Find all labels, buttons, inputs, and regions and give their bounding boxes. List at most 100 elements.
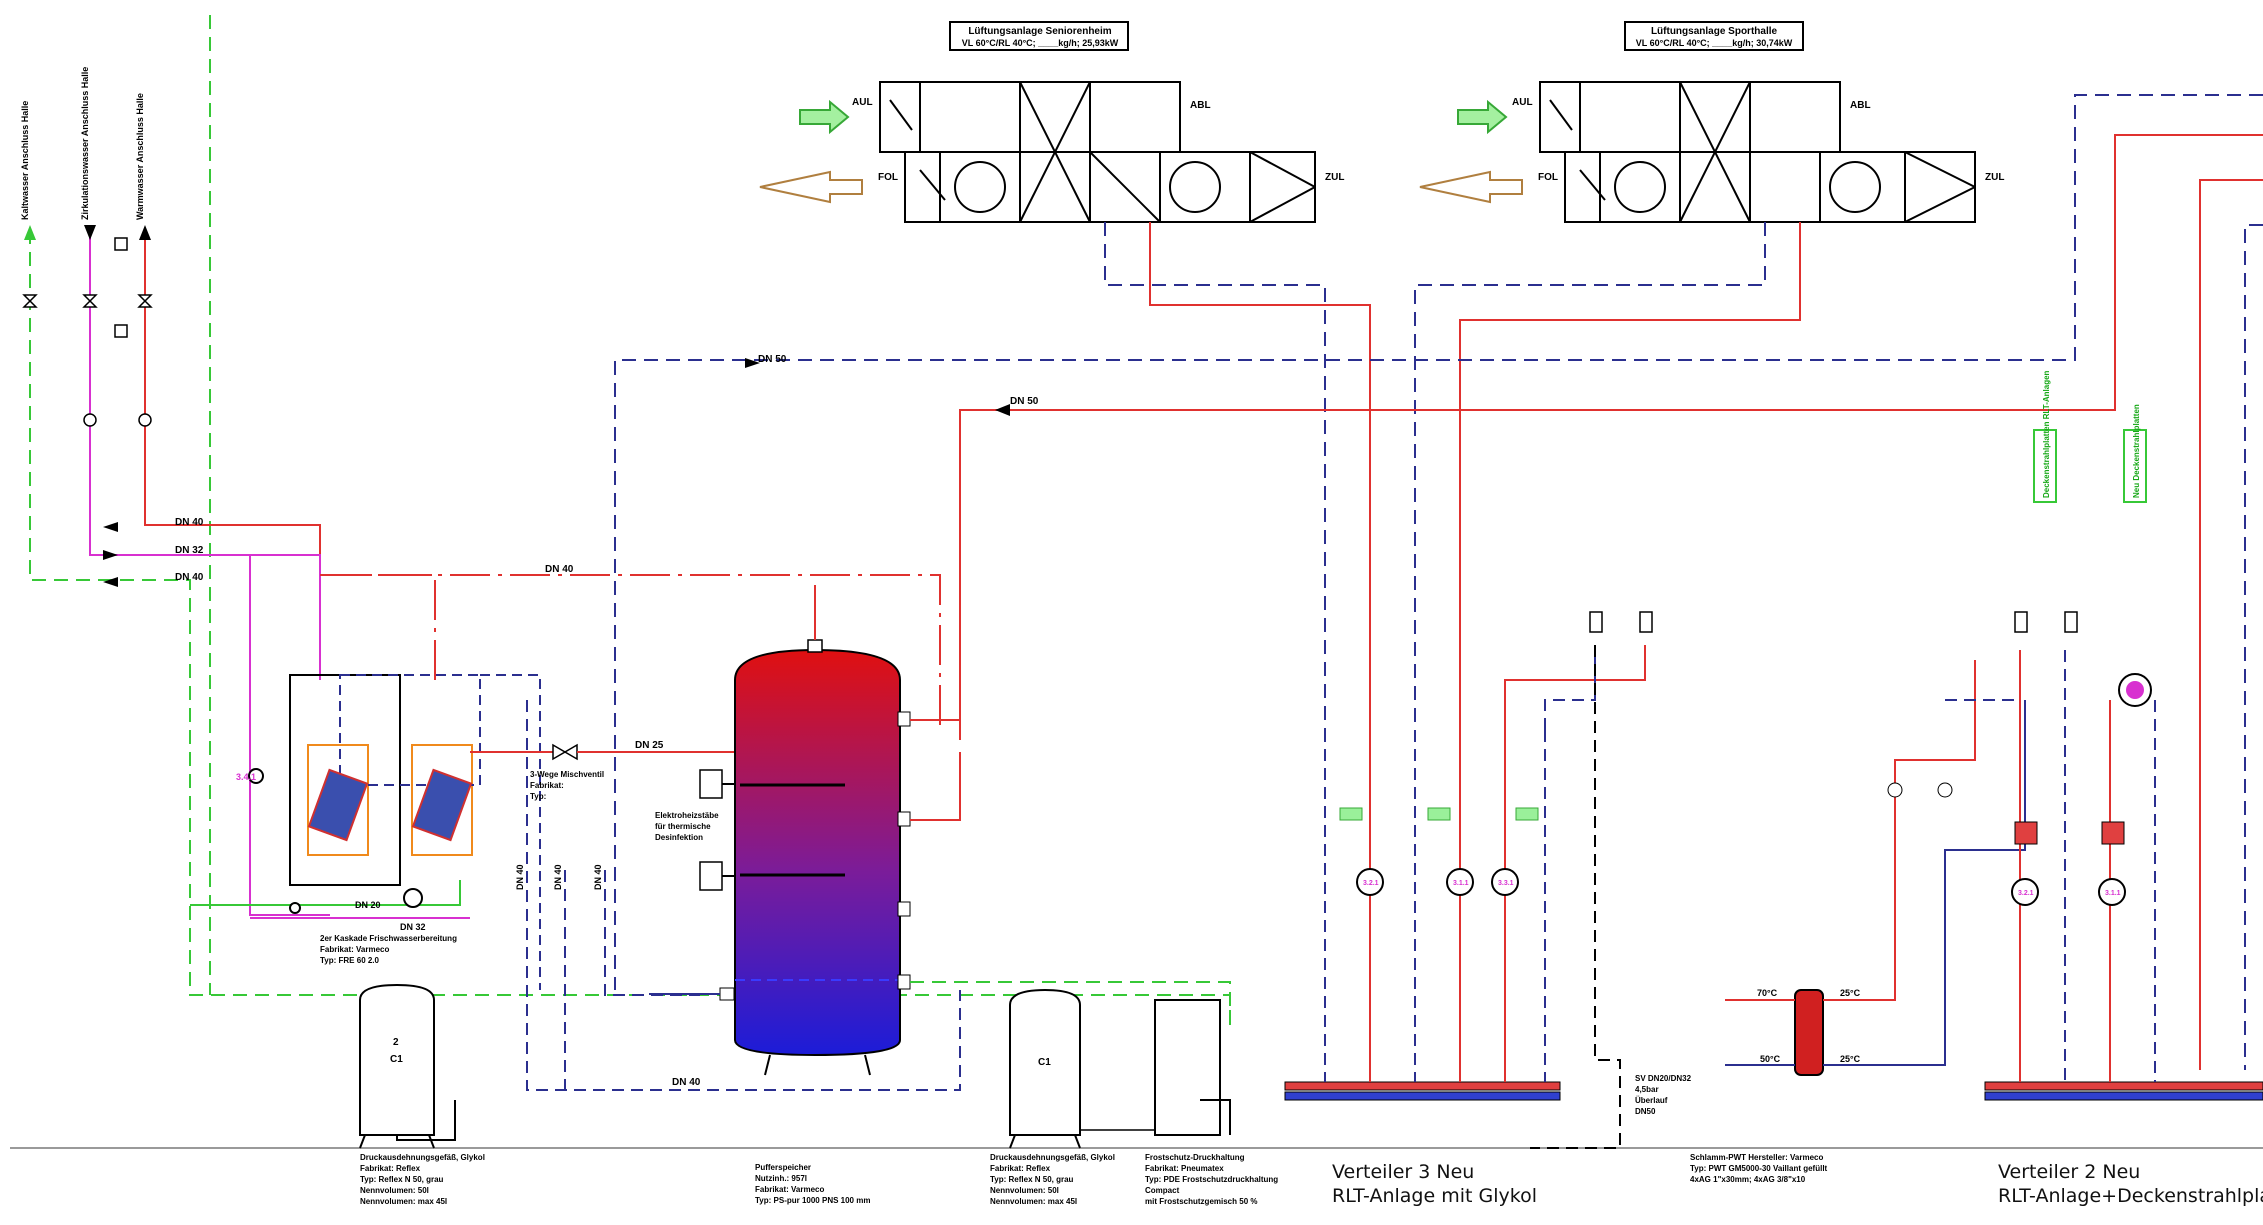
pump-3-2-1-b-icon xyxy=(2011,878,2039,906)
ahu1-aul-label: AUL xyxy=(852,97,873,108)
ahu2-fol-arrow-icon xyxy=(1419,170,1523,204)
sep-caption-3: 4xAG 1"x30mm; 4xAG 3/8"x10 xyxy=(1690,1175,1806,1184)
tank-caption-3: Fabrikat: Varmeco xyxy=(755,1185,824,1194)
ahu2-fan2-icon xyxy=(1829,161,1881,213)
fw-caption-3: Typ: FRE 60 2.0 xyxy=(320,956,380,965)
heat-exchanger-1-icon xyxy=(307,768,369,842)
pump-tag-3: 3.3.1 xyxy=(1498,880,1514,887)
mixer-caption-3: Typ: xyxy=(530,792,546,801)
mixer-caption-2: Fabrikat: xyxy=(530,781,564,790)
tank-outlets xyxy=(649,719,1231,1025)
kw-arrow-icon xyxy=(24,225,36,240)
ahu-sporthalle xyxy=(1539,21,1976,223)
green-box-2-label: Neu Deckenstrahlplatten xyxy=(2132,404,2141,498)
dist2-title: Verteiler 2 Neu xyxy=(1998,1161,2140,1183)
pump-tag-2: 3.1.1 xyxy=(1453,880,1469,887)
pump-3-1-1-icon xyxy=(1446,868,1474,896)
vessel1-tag2: C1 xyxy=(390,1054,403,1065)
tank-caption-2: Nutzinh.: 957l xyxy=(755,1174,807,1183)
tank-caption-1: Pufferspeicher xyxy=(755,1163,811,1172)
keeper-caption-2: Fabrikat: Pneumatex xyxy=(1145,1164,1224,1173)
ww-arrow-icon xyxy=(139,225,151,240)
vessel2-caption-1: Druckausdehnungsgefäß, Glykol xyxy=(990,1153,1115,1162)
ahu2-aul-arrow-icon xyxy=(1457,99,1508,135)
ahu2-zul-label: ZUL xyxy=(1985,172,2004,183)
pump-3-1-1-b-icon xyxy=(2098,878,2126,906)
dn40-v3: DN 40 xyxy=(593,864,603,890)
pump-3-3-1-icon xyxy=(1491,868,1519,896)
green-box-1 xyxy=(2033,429,2057,503)
ahu1-title: Lüftungsanlage Seniorenheim xyxy=(968,26,1111,37)
vessel2-caption-5: Nennvolumen: max 45l xyxy=(990,1197,1077,1206)
heating-rod-1-icon xyxy=(699,769,723,799)
sv-caption-2: 4,5bar xyxy=(1635,1085,1659,1094)
dhw-arrow3-icon xyxy=(103,577,118,587)
green-box-2 xyxy=(2123,429,2147,503)
ahu2-aul-label: AUL xyxy=(1512,97,1533,108)
ahu1-abl-label: ABL xyxy=(1190,100,1211,111)
sludge-separator xyxy=(1725,660,2026,1076)
mixer-valve-icon xyxy=(552,743,567,761)
sep-caption-2: Typ: PWT GM5000-30 Vaillant gefüllt xyxy=(1690,1164,1828,1173)
heating-rod-2-icon xyxy=(699,861,723,891)
ahu2-title: Lüftungsanlage Sporthalle xyxy=(1651,26,1778,37)
sv-caption-3: Überlauf xyxy=(1635,1096,1668,1105)
fw-caption-1: 2er Kaskade Frischwasserbereitung xyxy=(320,934,457,943)
keeper-caption-3: Typ: PDE Frostschutzdruckhaltung xyxy=(1145,1175,1278,1184)
pressure-keeper xyxy=(1154,999,1221,1136)
sep-caption-1: Schlamm-PWT Hersteller: Varmeco xyxy=(1690,1153,1823,1162)
vessel1-caption-2: Fabrikat: Reflex xyxy=(360,1164,421,1173)
pump-tag-5: 3.1.1 xyxy=(2105,890,2121,897)
dn40-label-3: DN 40 xyxy=(545,564,574,575)
ahu2-sub: VL 60°C/RL 40°C; ____kg/h; 30,74kW xyxy=(1636,38,1793,48)
dn25-label: DN 25 xyxy=(635,740,664,751)
temp-25: 25°C xyxy=(1840,988,1861,998)
vessel1-caption-5: Nennvolumen: max 45l xyxy=(360,1197,447,1206)
dhw-arrow1-icon xyxy=(103,522,118,532)
temp-70: 70°C xyxy=(1757,988,1778,998)
vessel1-tag: 2 xyxy=(393,1037,399,1048)
dhw-arrow2-icon xyxy=(103,550,118,560)
ahu-seniorenheim xyxy=(879,21,1316,223)
dn50-label-1: DN 50 xyxy=(758,354,787,365)
distributor-3 xyxy=(1284,611,1653,1149)
dn32-label: DN 32 xyxy=(175,545,204,556)
dn32b-label: DN 32 xyxy=(400,922,426,932)
dn40-v1: DN 40 xyxy=(515,864,525,890)
dn40-label-2: DN 40 xyxy=(175,572,204,583)
dhw-pipes xyxy=(29,15,1231,1025)
freshwater-station xyxy=(248,674,555,990)
mixer-caption-1: 3-Wege Mischventil xyxy=(530,770,604,779)
manometer-2-icon xyxy=(1639,611,1653,633)
vessel1-caption-1: Druckausdehnungsgefäß, Glykol xyxy=(360,1153,485,1162)
dn40-bottom: DN 40 xyxy=(672,1077,701,1088)
dhw-fittings xyxy=(22,237,153,427)
heat-exchanger-2-icon xyxy=(411,768,473,842)
ahu-pipes xyxy=(614,94,2263,1070)
dist2-subtitle: RLT-Anlage+Deckenstrahlplatten xyxy=(1998,1185,2263,1207)
vessel2-caption-2: Fabrikat: Reflex xyxy=(990,1164,1051,1173)
ahu1-zul-label: ZUL xyxy=(1325,172,1344,183)
zw-arrow-icon xyxy=(84,225,96,240)
sv-caption-4: DN50 xyxy=(1635,1107,1656,1116)
ahu2-abl-label: ABL xyxy=(1850,100,1871,111)
heating-caption-2: für thermische xyxy=(655,822,711,831)
vessel1-caption-3: Typ: Reflex N 50, grau xyxy=(360,1175,444,1184)
fw-pump-icon xyxy=(248,768,264,784)
dist3-title: Verteiler 3 Neu xyxy=(1332,1161,1474,1183)
flow-arrow-icon xyxy=(745,358,760,368)
tank-caption-4: Typ: PS-pur 1000 PNS 100 mm xyxy=(755,1196,870,1205)
fw-caption-2: Fabrikat: Varmeco xyxy=(320,945,389,954)
pump-tag-1: 3.2.1 xyxy=(1363,880,1379,887)
temp-50: 50°C xyxy=(1760,1054,1781,1064)
dn50-label-2: DN 50 xyxy=(1010,396,1039,407)
dn40-label-1: DN 40 xyxy=(175,517,204,528)
ahu1-fol-arrow-icon xyxy=(759,170,863,204)
ahu1-sub: VL 60°C/RL 40°C; ____kg/h; 25,93kW xyxy=(962,38,1119,48)
manometer-1-icon xyxy=(1589,611,1603,633)
dist3-subtitle: RLT-Anlage mit Glykol xyxy=(1332,1185,1537,1207)
temp-25b: 25°C xyxy=(1840,1054,1861,1064)
buffer-tank xyxy=(719,585,911,1076)
